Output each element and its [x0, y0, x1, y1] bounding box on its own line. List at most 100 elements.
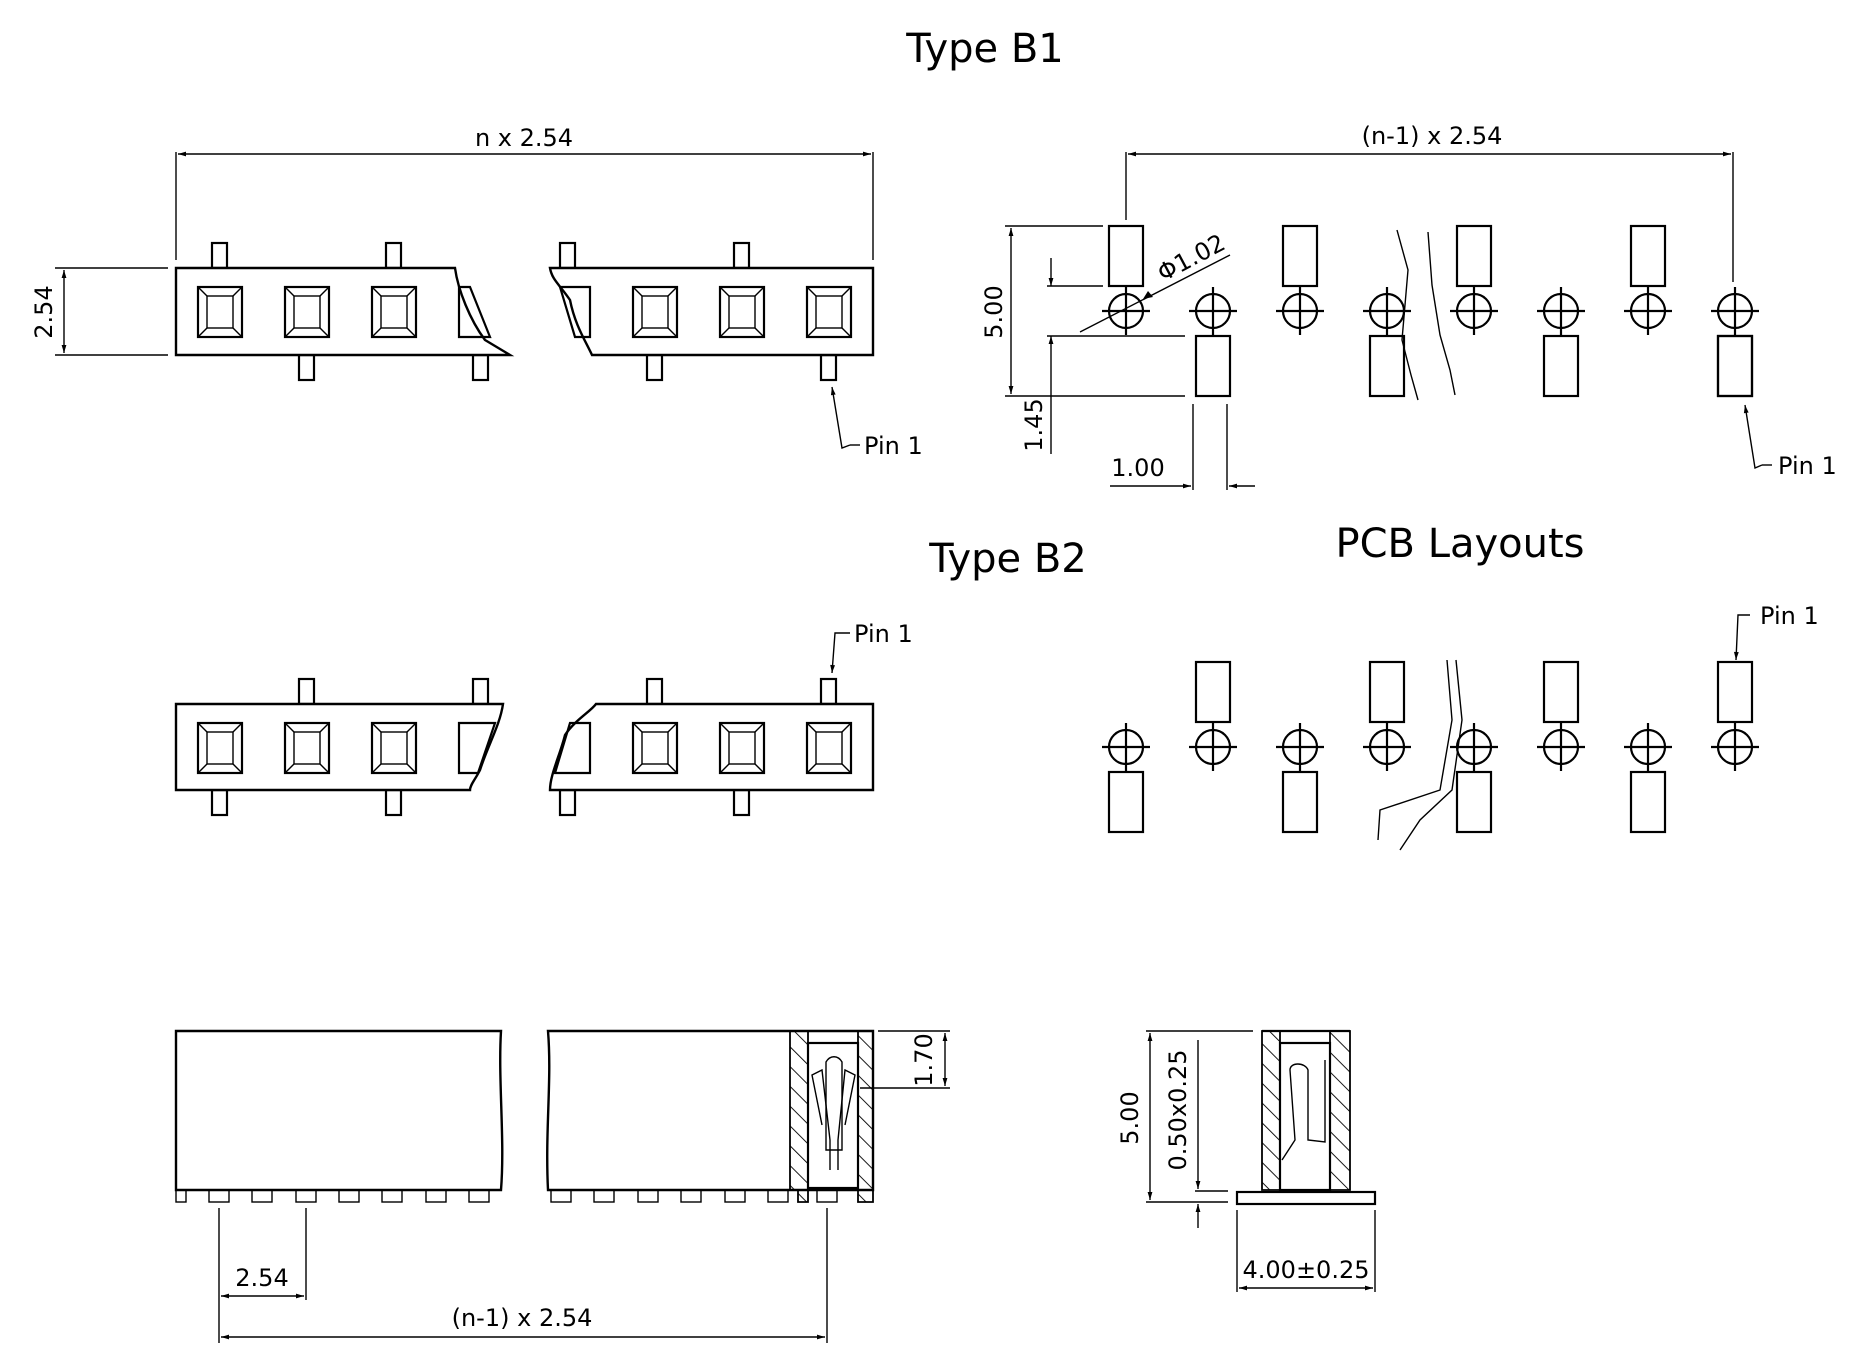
socket: [283, 721, 331, 775]
pcb-hole: [1450, 723, 1498, 771]
dim-footprint-label: 4.00±0.25: [1243, 1256, 1370, 1284]
pin-bottom: [297, 353, 316, 382]
pcb-hole: [1537, 287, 1585, 335]
pin-top: [558, 241, 577, 270]
pin1-label: Pin 1: [1778, 452, 1837, 480]
socket: [631, 721, 679, 775]
pcb-hole: [1276, 723, 1324, 771]
pcb-pad: [1455, 770, 1493, 834]
solder-foot: [816, 1189, 838, 1203]
dim-standoff-label: 0.50x0.25: [1164, 1049, 1192, 1170]
pcb-pad: [1716, 334, 1754, 398]
b1-top-view: n x 2.54 2.54 Pin 1: [30, 124, 923, 460]
housing-right: [548, 702, 875, 792]
pin-top: [471, 677, 490, 706]
solder-foot: [251, 1189, 273, 1203]
dim-total-height-label: 5.00: [980, 285, 1008, 338]
housing-left: [174, 266, 515, 357]
dim-pitch-label: 2.54: [235, 1264, 288, 1292]
title-pcb-layouts: PCB Layouts: [1335, 521, 1584, 567]
dim-height-label: 5.00: [1116, 1091, 1144, 1144]
dim-span-label: (n-1) x 2.54: [1362, 122, 1503, 150]
b2-top-view: Pin 1: [174, 620, 913, 817]
pcb-hole: [1711, 723, 1759, 771]
housing-left: [174, 1029, 504, 1192]
solder-foot: [680, 1189, 702, 1203]
dim-pad-width-label: 1.00: [1111, 454, 1164, 482]
pin-top: [297, 677, 316, 706]
dim-span-label: (n-1) x 2.54: [452, 1304, 593, 1332]
pcb-pad: [1629, 770, 1667, 834]
pin-bottom: [645, 353, 664, 382]
footprint-base: [1235, 1190, 1377, 1206]
solder-foot: [724, 1189, 746, 1203]
socket: [631, 285, 679, 339]
socket: [805, 285, 853, 339]
pin1-label: Pin 1: [864, 432, 923, 460]
solder-foot: [637, 1189, 659, 1203]
pcb-pad: [1716, 334, 1754, 398]
pcb-pad: [1629, 224, 1667, 288]
socket: [196, 285, 244, 339]
title-type-b1: Type B1: [905, 26, 1063, 72]
pin-bottom: [558, 788, 577, 817]
pin-bottom: [384, 788, 403, 817]
pin-bottom: [732, 788, 751, 817]
pin-top: [384, 241, 403, 270]
solder-foot: [425, 1189, 447, 1203]
pcb-hole: [1189, 723, 1237, 771]
dim-hole-dia-label: Φ1.02: [1153, 229, 1230, 288]
dim-pad-offset-label: 1.45: [1020, 398, 1048, 451]
pcb-hole: [1624, 723, 1672, 771]
solder-foot: [208, 1189, 230, 1203]
pcb-hole: [1276, 287, 1324, 335]
pcb-hole: [1711, 287, 1759, 335]
solder-foot: [550, 1189, 572, 1203]
housing-right: [546, 1029, 875, 1192]
pcb-pad: [1455, 224, 1493, 288]
pcb-pad: [1107, 770, 1145, 834]
socket: [370, 285, 418, 339]
pcb-pad: [1194, 660, 1232, 724]
pin-top: [210, 241, 229, 270]
socket: [370, 721, 418, 775]
socket: [718, 721, 766, 775]
pcb-hole: [1363, 723, 1411, 771]
solder-foot: [381, 1189, 403, 1203]
pcb-hole: [1102, 287, 1150, 335]
pin-bottom: [210, 788, 229, 817]
solder-foot: [338, 1189, 360, 1203]
pcb-hole: [1624, 287, 1672, 335]
pcb-pad: [1107, 224, 1145, 288]
socket-partial: [457, 721, 592, 775]
solder-foot: [468, 1189, 490, 1203]
pcb-pad: [1368, 660, 1406, 724]
socket: [196, 721, 244, 775]
b1-pcb-layout: (n-1) x 2.54 5.00 1.45 Φ1.02 1.00 Pin 1: [980, 122, 1837, 490]
end-view: 5.00 0.50x0.25 4.00±0.25: [1116, 1029, 1377, 1292]
title-type-b2: Type B2: [928, 536, 1086, 582]
dim-height-label: 2.54: [30, 285, 58, 338]
b2-pcb-layout: Pin 1: [1102, 602, 1819, 851]
pin-top-pin1: [819, 677, 838, 706]
dim-width-label: n x 2.54: [475, 124, 573, 152]
pcb-pad: [1716, 660, 1754, 724]
dim-contact-depth-label: 1.70: [910, 1033, 938, 1086]
pin1-label: Pin 1: [854, 620, 913, 648]
socket-partial: [457, 285, 592, 339]
pcb-pad: [1194, 334, 1232, 398]
pcb-pad: [1368, 334, 1406, 398]
solder-foot: [295, 1189, 317, 1203]
pcb-hole: [1537, 723, 1585, 771]
pin-top: [645, 677, 664, 706]
socket: [283, 285, 331, 339]
pcb-pad: [1281, 770, 1319, 834]
pcb-pad: [1542, 334, 1580, 398]
solder-foot: [593, 1189, 615, 1203]
pcb-pad: [1281, 224, 1319, 288]
pcb-hole: [1102, 723, 1150, 771]
pin1-label: Pin 1: [1760, 602, 1819, 630]
pcb-hole: [1450, 287, 1498, 335]
solder-foot: [175, 1189, 187, 1203]
